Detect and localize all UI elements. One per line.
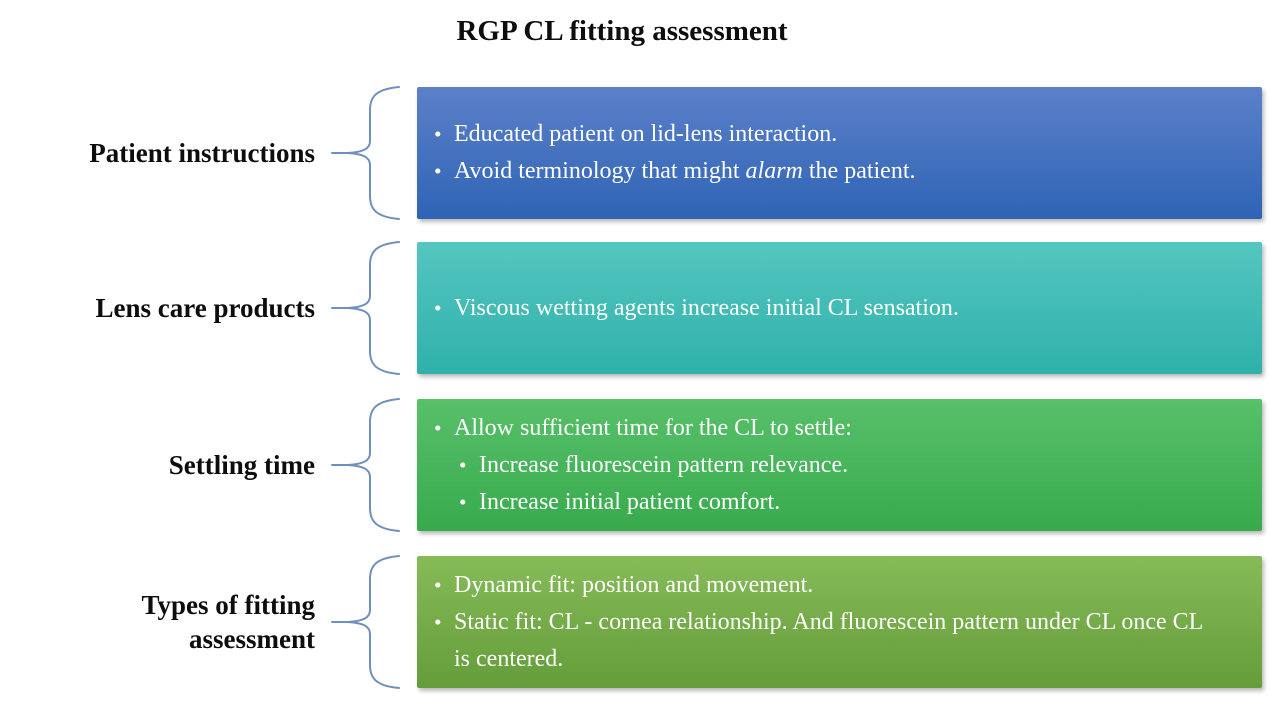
bullet-text: Educated patient on lid-lens interaction… bbox=[454, 121, 838, 147]
section-types-of-fitting-assessment: Types of fitting assessment Dynamic fit: … bbox=[0, 555, 1280, 689]
bullet-item: Allow sufficient time for the CL to sett… bbox=[431, 410, 1222, 447]
section-settling-time: Settling time Allow sufficient time for t… bbox=[0, 398, 1280, 532]
content-box-types-of-fitting-assessment: Dynamic fit: position and movement. Stati… bbox=[417, 556, 1262, 688]
page-title: RGP CL fitting assessment bbox=[456, 15, 788, 47]
content-box-lens-care-products: Viscous wetting agents increase initial … bbox=[417, 242, 1262, 374]
bullet-text: the patient. bbox=[802, 158, 916, 184]
bullet-text: Allow sufficient time for the CL to sett… bbox=[454, 414, 852, 441]
curly-brace-icon bbox=[331, 555, 400, 689]
bullet-text: Avoid terminology that might bbox=[454, 158, 746, 184]
section-label-settling-time: Settling time bbox=[168, 449, 315, 480]
section-lens-care-products: Lens care products Viscous wetting agents… bbox=[0, 241, 1280, 375]
bullet-item: Increase initial patient comfort. bbox=[456, 484, 1222, 521]
curly-brace-icon bbox=[331, 241, 400, 375]
bullet-item: Dynamic fit: position and movement. bbox=[431, 567, 1222, 604]
bullet-list: Dynamic fit: position and movement. Stati… bbox=[417, 567, 1262, 678]
bullet-text: Static fit: CL - cornea relationship. An… bbox=[454, 608, 1203, 672]
content-box-settling-time: Allow sufficient time for the CL to sett… bbox=[417, 399, 1262, 531]
bullet-text: Viscous wetting agents increase initial … bbox=[454, 294, 959, 321]
section-label-lens-care-products: Lens care products bbox=[95, 292, 315, 323]
bullet-text: Increase initial patient comfort. bbox=[479, 488, 781, 515]
bullet-item: Static fit: CL - cornea relationship. An… bbox=[431, 604, 1222, 678]
section-label-patient-instructions: Patient instructions bbox=[89, 137, 315, 168]
bullet-item: Educated patient on lid-lens interaction… bbox=[431, 116, 1222, 153]
bullet-list: Educated patient on lid-lens interaction… bbox=[417, 116, 1262, 190]
section-patient-instructions: Patient instructions Educated patient on … bbox=[0, 86, 1280, 220]
curly-brace-icon bbox=[331, 86, 400, 220]
content-box-patient-instructions: Educated patient on lid-lens interaction… bbox=[417, 87, 1262, 219]
section-label-types-of-fitting-assessment: Types of fitting assessment bbox=[141, 589, 316, 654]
bullet-item: Viscous wetting agents increase initial … bbox=[431, 290, 1222, 327]
bullet-item: Avoid terminology that might alarm the p… bbox=[431, 153, 1222, 190]
curly-brace-icon bbox=[331, 398, 400, 532]
bullet-item: Increase fluorescein pattern relevance. bbox=[456, 447, 1222, 484]
bullet-list: Viscous wetting agents increase initial … bbox=[417, 290, 1262, 327]
emphasized-text: alarm bbox=[745, 158, 803, 184]
bullet-text: Dynamic fit: position and movement. bbox=[454, 571, 814, 598]
bullet-text: Increase fluorescein pattern relevance. bbox=[479, 451, 849, 478]
bullet-list: Allow sufficient time for the CL to sett… bbox=[417, 410, 1262, 521]
